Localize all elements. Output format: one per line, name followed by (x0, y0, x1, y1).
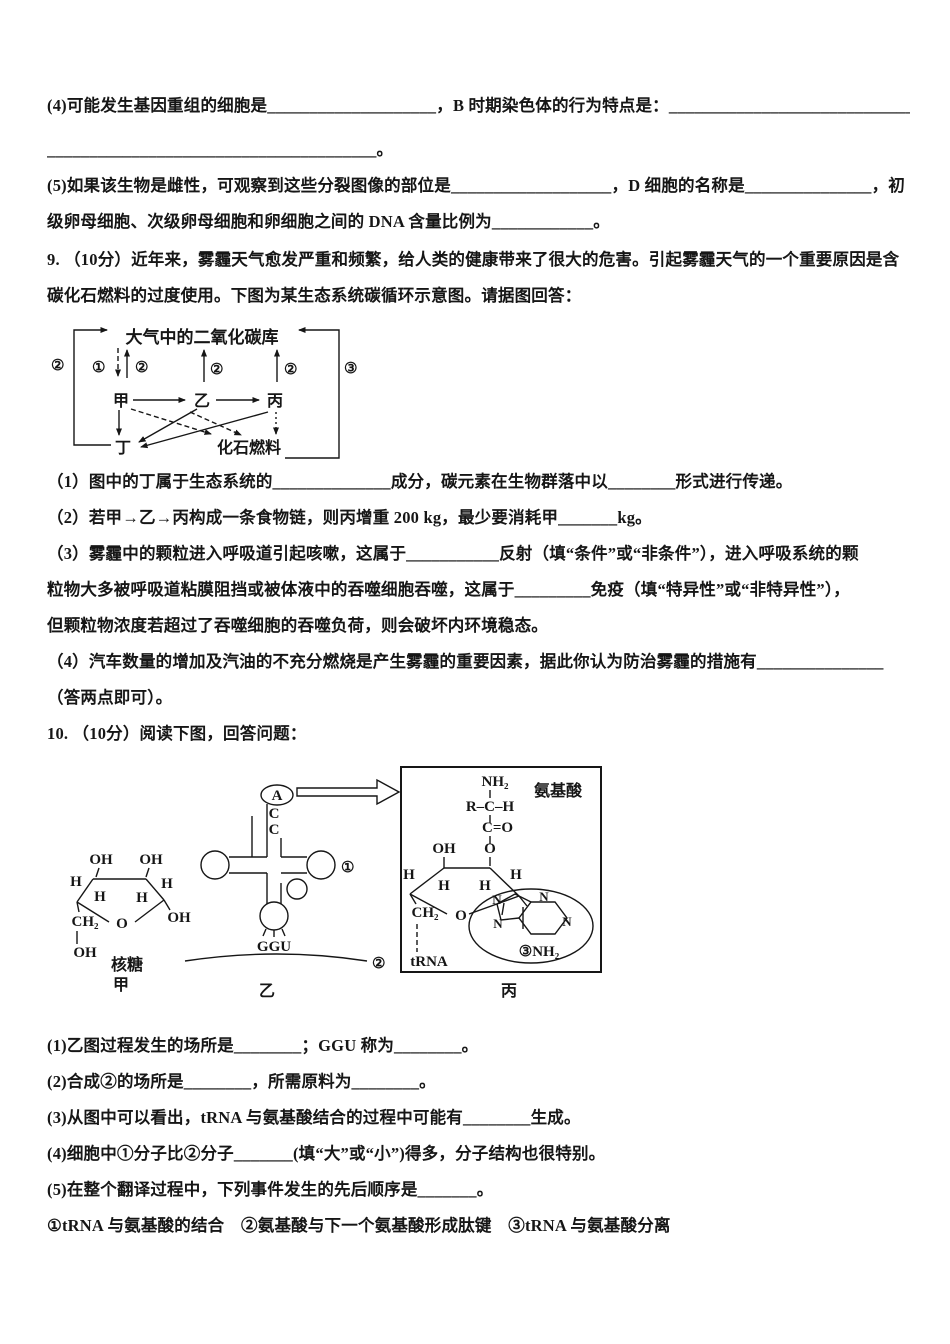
figure-bing-label: 丙 (501, 982, 517, 1000)
o-label: O (455, 908, 467, 924)
oh-label: OH (432, 841, 456, 857)
base-c-label: C (269, 806, 280, 822)
h-label: H (70, 874, 82, 890)
left-arm-loop (200, 850, 230, 880)
carbon-cycle-diagram: 大气中的二氧化碳库 ② ① ② 甲 乙 丙 ② ② 丁 (51, 327, 357, 459)
o-label: O (116, 916, 128, 932)
q9-intro-line1: 9. （10分）近年来，雾霾天气愈发严重和频繁，给人类的健康带来了很大的危害。引… (47, 250, 900, 269)
q9-sub1: （1）图中的丁属于生态系统的______________成分，碳元素在生物群落中… (47, 472, 793, 491)
ch2-label: CH₂ (412, 905, 440, 921)
right-arm-loop (306, 850, 336, 880)
circle3-nh2-label: ③NH₂ (519, 944, 560, 960)
oh-label: OH (139, 852, 163, 868)
q9-sub2: （2）若甲→乙→丙构成一条食物链，则丙增重 200 kg，最少要消耗甲_____… (47, 508, 652, 527)
q9-sub4-line2: （答两点即可）。 (47, 688, 173, 707)
h-label: H (136, 890, 148, 906)
adenine-hexagon (518, 901, 568, 935)
q8-part4-line1: (4)可能发生基因重组的细胞是____________________，B 时期… (47, 96, 910, 115)
trna-label: tRNA (410, 954, 448, 970)
arrow-ding-to-co2 (73, 327, 111, 446)
adenine-circle (468, 888, 594, 964)
n-label: N (539, 889, 549, 904)
circled-a-outline (260, 784, 294, 806)
label-circle1-rrna: ① (341, 860, 354, 876)
oh-label: OH (167, 910, 191, 926)
q9-sub3-line1: （3）雾霾中的颗粒进入呼吸道引起咳嗽，这属于___________反射（填“条件… (47, 544, 859, 563)
node-bing: 丙 (267, 392, 283, 410)
trna-figure: OH OH O H H H H OH CH₂ OH 核糖 (47, 754, 910, 1004)
c-o-label: C=O (482, 820, 513, 836)
q8-part4-line2: _______________________________________。 (47, 140, 394, 159)
h-label: H (510, 867, 522, 883)
oh-label: OH (73, 945, 97, 961)
node-ding: 丁 (115, 440, 131, 457)
adenine-pentagon (496, 893, 532, 921)
q10-event-options: ①tRNA 与氨基酸的结合 ②氨基酸与下一个氨基酸形成肽键 ③tRNA 与氨基酸… (47, 1216, 671, 1235)
n-label: N (562, 914, 572, 929)
arrow-to-bing-box (296, 778, 401, 806)
bing-box-structure: 氨基酸 NH₂ R–C–H C=O O OH H H H H CH₂ (400, 766, 602, 1000)
q9-sub4-line1: （4）汽车数量的增加及汽油的不充分燃烧是产生雾霾的重要因素，据此你认为防治雾霾的… (47, 652, 884, 671)
q10-intro: 10. （10分）阅读下图，回答问题： (47, 724, 307, 743)
n-label: N (492, 892, 502, 907)
h-label: H (94, 889, 106, 905)
node-yi: 乙 (194, 393, 210, 410)
bing-box-border (400, 766, 602, 973)
ribose-label: 核糖 (111, 955, 143, 974)
co2-pool-label: 大气中的二氧化碳库 (126, 327, 279, 347)
base-a-label: A (272, 788, 283, 804)
oh-label: OH (89, 852, 113, 868)
label-circle2-jia: ② (135, 360, 148, 376)
arrow-fossil-to-co2 (285, 327, 340, 459)
ribose-structure: OH OH O H H H H OH CH₂ OH 核糖 (70, 852, 191, 994)
q9-intro-line2: 碳化石燃料的过度使用。下图为某生态系统碳循环示意图。请据图回答： (47, 286, 582, 305)
q10-sub4: (4)细胞中①分子比②分子_______(填“大”或“小”)得多，分子结构也很特… (47, 1144, 606, 1163)
o-label: O (484, 841, 496, 857)
q9-sub3-line2: 粒物大多被呼吸道粘膜阻挡或被体液中的吞噬细胞吞噬，这属于_________免疫（… (47, 580, 850, 599)
anticodon-ggu-label: GGU (257, 939, 291, 955)
q10-sub2: (2)合成②的场所是________，所需原料为________。 (47, 1072, 436, 1091)
q10-subquestions: (1)乙图过程发生的场所是________；GGU 称为________。 (2… (47, 1028, 910, 1244)
trna-diagram: OH OH O H H H H OH CH₂ OH 核糖 (70, 766, 602, 1000)
variable-loop (286, 878, 308, 900)
figure-yi-label: 乙 (259, 983, 275, 1000)
label-circle1: ① (92, 360, 105, 376)
h-label: H (438, 878, 450, 894)
label-circle2-left: ② (51, 358, 64, 374)
label-circle2-mrna: ② (372, 956, 385, 972)
q10-sub1: (1)乙图过程发生的场所是________；GGU 称为________。 (47, 1036, 479, 1055)
base-c-label: C (269, 822, 280, 838)
h-label: H (479, 878, 491, 894)
ch2-label: CH₂ (72, 914, 100, 930)
r-c-h-label: R–C–H (466, 799, 515, 815)
h-label: H (403, 867, 415, 883)
q9-sub3-line3: 但颗粒物浓度若超过了吞噬细胞的吞噬负荷，则会破坏内环境稳态。 (47, 616, 548, 635)
arrow-yi-to-ding (138, 408, 198, 443)
anticodon-loop (259, 901, 289, 931)
amino-acid-label: 氨基酸 (534, 781, 583, 800)
mrna-strand (184, 953, 368, 962)
arrow-jia-to-fossil-dashed (130, 408, 212, 435)
arrow-yi-to-fossil-dashed (189, 411, 242, 436)
exam-page: (4)可能发生基因重组的细胞是____________________，B 时期… (47, 96, 910, 1244)
node-jia: 甲 (113, 392, 129, 410)
label-circle3: ③ (344, 361, 357, 377)
carbon-cycle-figure: 大气中的二氧化碳库 ② ① ② 甲 乙 丙 ② ② 丁 (47, 314, 910, 464)
node-fossil-fuel: 化石燃料 (217, 438, 281, 457)
n-label: N (493, 916, 503, 931)
nh2-label: NH₂ (482, 774, 510, 790)
trna-cloverleaf: A C C ① GG (184, 778, 401, 1000)
label-circle2-bing: ② (284, 362, 297, 378)
label-circle2-yi: ② (210, 362, 223, 378)
q8-part5-line2: 级卵母细胞、次级卵母细胞和卵细胞之间的 DNA 含量比例为___________… (47, 212, 610, 231)
h-label: H (161, 876, 173, 892)
q10-sub3: (3)从图中可以看出，tRNA 与氨基酸结合的过程中可能有________生成。 (47, 1108, 581, 1127)
figure-jia-label: 甲 (113, 976, 129, 994)
q10-sub5: (5)在整个翻译过程中，下列事件发生的先后顺序是_______。 (47, 1180, 494, 1199)
q8-part5-line1: (5)如果该生物是雌性，可观察到这些分裂图像的部位是______________… (47, 176, 905, 195)
